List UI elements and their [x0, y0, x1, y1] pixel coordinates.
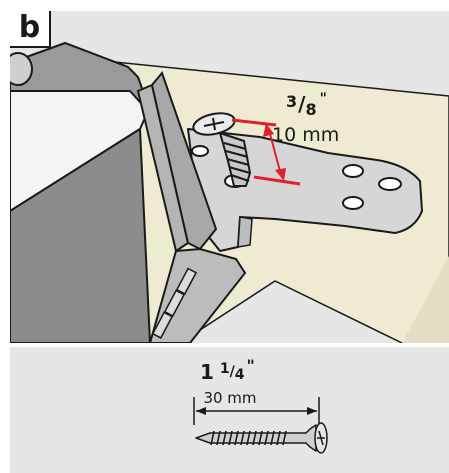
- spacing-imperial-denominator: 8: [305, 100, 316, 119]
- arrow-head-up: [263, 123, 274, 137]
- roller-wheel: [10, 52, 33, 86]
- drawer-side-panel: [10, 41, 247, 343]
- screw-length-metric-label: 30 mm: [203, 389, 256, 407]
- screw-length-imperial-denominator: 4: [235, 367, 245, 383]
- installation-illustration-panel: 3/8" 10 mm: [10, 11, 449, 343]
- spacing-imperial-unit: ": [320, 91, 327, 107]
- spacing-dimension: [231, 118, 301, 186]
- spacing-imperial-numerator: 3: [286, 92, 297, 111]
- spacing-metric-label: 10 mm: [272, 124, 339, 146]
- plate-hole: [342, 164, 364, 178]
- wood-screw-icon: [195, 422, 328, 454]
- screw-length-imperial-whole: 1: [200, 360, 214, 384]
- spacing-imperial-label: 3/8": [286, 91, 327, 119]
- screw-length-dimension: [193, 397, 320, 425]
- installation-illustration: 3/8" 10 mm: [10, 41, 449, 343]
- step-label-badge: b: [10, 11, 51, 48]
- dimension-line-bottom: [253, 175, 301, 186]
- dimension-line-top: [231, 118, 277, 127]
- drawer-hinge: [151, 267, 198, 339]
- board-edge: [402, 256, 449, 343]
- screw-being-driven: [192, 112, 251, 187]
- arrow-head-down: [275, 168, 286, 181]
- plate-hole: [378, 177, 402, 191]
- screw-length-imperial-numerator: 1: [220, 361, 230, 377]
- screw-length-imperial-unit: ": [247, 356, 255, 375]
- plate-hole: [191, 145, 209, 157]
- plate-hole: [342, 196, 364, 210]
- dimension-arrow: [268, 129, 282, 176]
